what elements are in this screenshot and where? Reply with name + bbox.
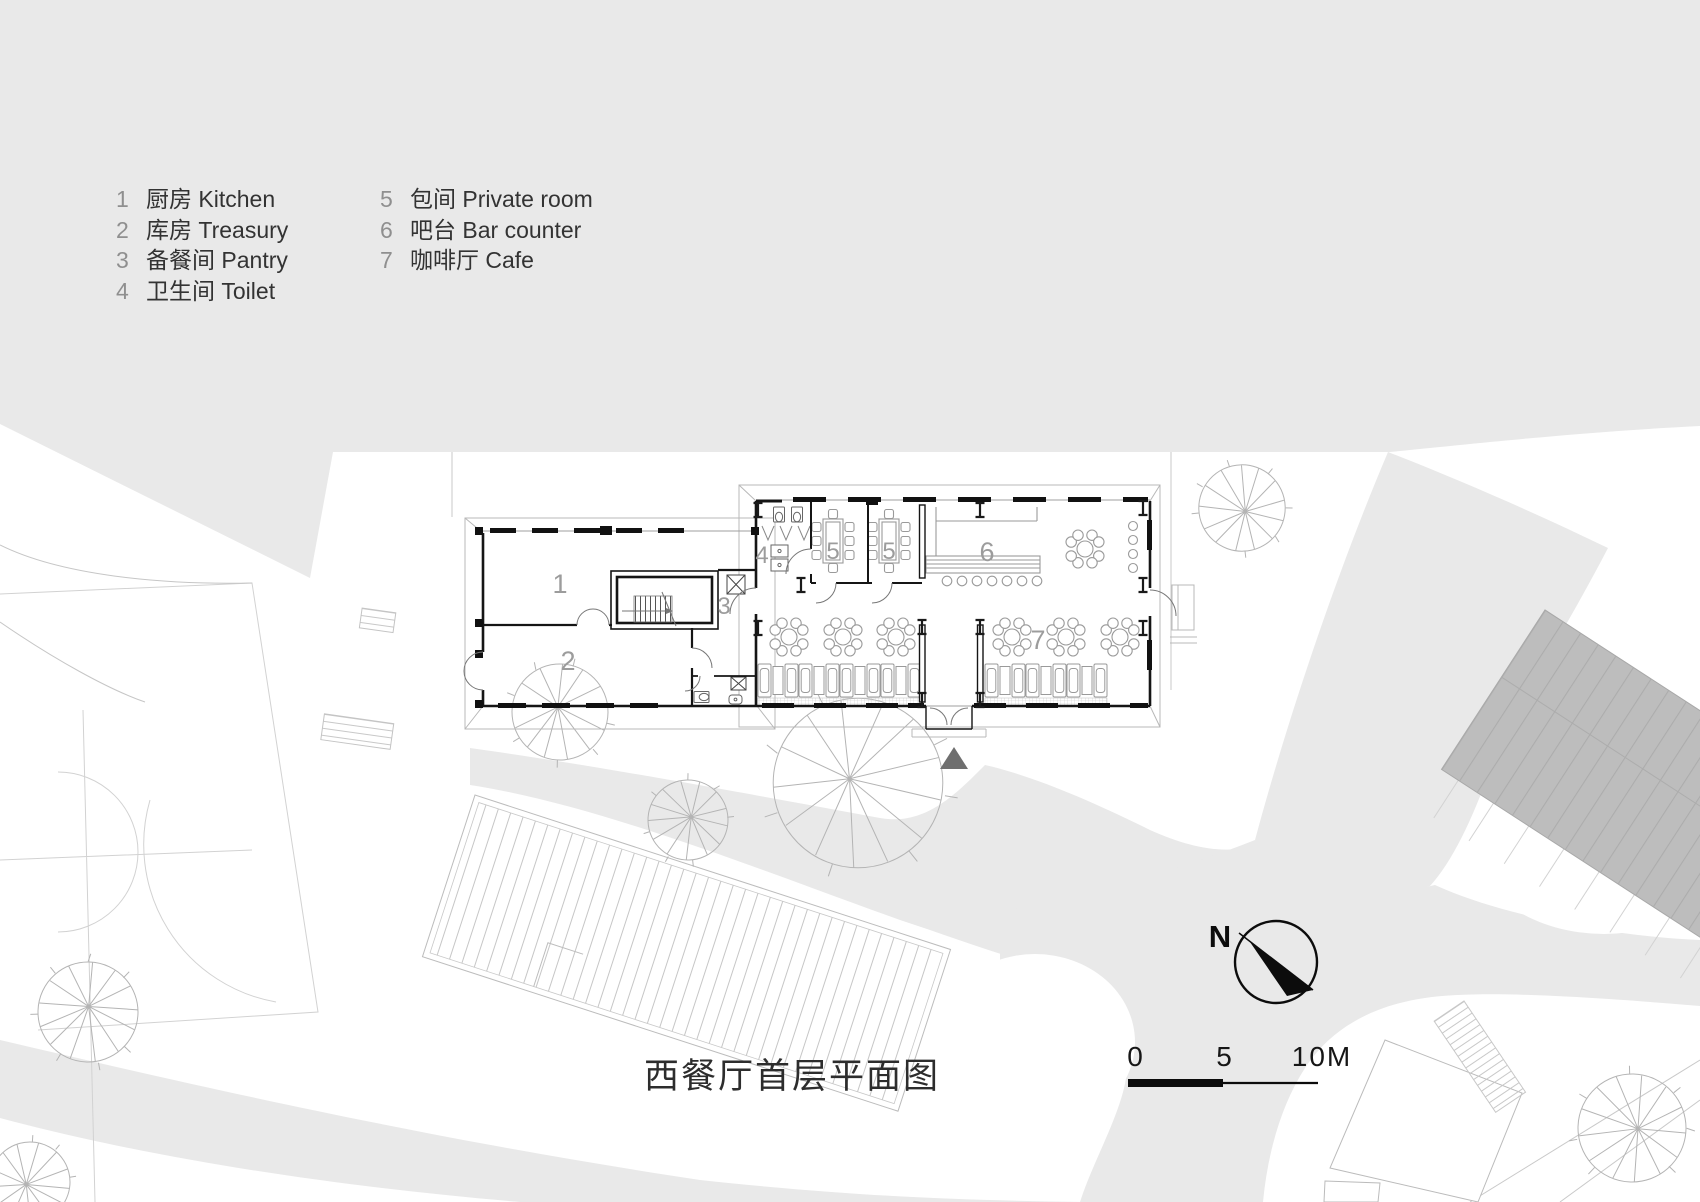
path-br-1 [1469, 1059, 1700, 1202]
booth-seating [839, 663, 881, 698]
legend-num: 1 [116, 186, 129, 212]
legend-item: 3 备餐间 Pantry [116, 245, 288, 276]
windows [490, 497, 1152, 708]
booth-seating [984, 663, 1026, 698]
dark-roof-building [1433, 609, 1700, 999]
room-label-toilet: 4 [755, 542, 768, 569]
tree-icon [1551, 1051, 1700, 1202]
legend-item: 6 吧台 Bar counter [380, 215, 593, 246]
legend-label: 备餐间 Pantry [146, 247, 288, 273]
legend-item: 1 厨房 Kitchen [116, 184, 288, 215]
road-northeast [1255, 452, 1608, 896]
cafe-table [1100, 617, 1140, 657]
toilet-fixture [773, 506, 785, 523]
legend-num: 4 [116, 277, 129, 304]
north-label: N [1209, 919, 1231, 954]
cafe-table [1046, 617, 1086, 657]
site-path-1 [0, 544, 253, 584]
legend-num: 3 [116, 247, 129, 273]
road-top-band [0, 0, 1700, 578]
building-footprint-br [1323, 1000, 1527, 1202]
scale-5: 5 [1216, 1041, 1232, 1072]
bar-stools [941, 520, 1139, 587]
booth-seating [798, 663, 840, 698]
legend-column-right: 5 包间 Private room 6 吧台 Bar counter 7 咖啡厅 Ca… [380, 184, 593, 276]
room-label-pantry: 3 [717, 593, 730, 620]
legend-item: 2 库房 Treasury [116, 215, 288, 246]
shaft-x-box [726, 574, 747, 691]
cafe-table [823, 617, 863, 657]
scale-0: 0 [1127, 1041, 1143, 1072]
toilet-screens [761, 525, 811, 542]
toilet-fixture [693, 691, 710, 703]
legend-num: 7 [380, 247, 393, 273]
booth-seating [757, 663, 799, 698]
cafe-table [1065, 529, 1105, 569]
room-label-kitchen: 1 [552, 569, 567, 599]
booth-seating [880, 663, 922, 698]
court-circle [57, 771, 277, 1003]
scale-10m: 10M [1292, 1041, 1352, 1072]
tree-icon [1178, 445, 1304, 568]
road-southwest [0, 1040, 1085, 1202]
site-path-2 [0, 621, 146, 703]
legend-item: 5 包间 Private room [380, 184, 593, 215]
room-label-cafe: 7 [1030, 625, 1045, 655]
room-label-treasury: 2 [560, 646, 575, 676]
path-br-2 [1559, 1099, 1700, 1202]
restaurant-building: 1 2 3 4 5 5 6 7 [463, 484, 1197, 738]
entrance-marker [940, 747, 968, 769]
cafe-table [876, 617, 916, 657]
site-stairs-2 [358, 607, 397, 634]
road-intersection [1000, 840, 1700, 1202]
wall-markers [475, 497, 878, 708]
legend-label: 吧台 Bar counter [410, 216, 582, 243]
legend-label: 库房 Treasury [146, 216, 289, 243]
legend-num: 5 [380, 186, 393, 212]
plaza-white-1 [935, 954, 1135, 1130]
site-linework [0, 452, 1700, 1202]
legend-label: 咖啡厅 Cafe [410, 247, 534, 273]
legend-item: 4 卫生间 Toilet [116, 276, 288, 307]
furniture [693, 506, 1140, 705]
doors [463, 548, 1177, 726]
booth-seating [1025, 663, 1067, 698]
legend-label: 卫生间 Toilet [146, 277, 276, 304]
eave-lines [464, 484, 1197, 738]
toilet-fixture [791, 506, 803, 523]
legend-label: 厨房 Kitchen [146, 186, 276, 212]
scale-bar: 0 5 10M [1127, 1041, 1352, 1087]
drawing-title: 西餐厅首层平面图 [643, 1057, 940, 1096]
legend-num: 6 [380, 216, 393, 243]
room-label-private2: 5 [882, 538, 895, 565]
sink [728, 694, 743, 705]
booth-seating [1066, 663, 1108, 698]
cafe-table [769, 617, 809, 657]
stair-core [610, 570, 719, 630]
basketball-court [0, 582, 319, 1202]
legend-num: 2 [116, 216, 129, 243]
bar-counter [925, 507, 1041, 574]
structure-piers [918, 504, 984, 703]
toilet-cabinet [770, 544, 789, 572]
cafe-table [992, 617, 1032, 657]
room-label-private1: 5 [826, 538, 839, 565]
room-label-bar: 6 [979, 537, 994, 567]
room-labels: 1 2 3 4 5 5 6 7 [552, 537, 1045, 676]
site-stairs-1 [320, 713, 395, 750]
north-arrow: N [1209, 919, 1319, 1005]
legend-label: 包间 Private room [410, 186, 593, 212]
legend-item: 7 咖啡厅 Cafe [380, 245, 593, 276]
legend-column-left: 1 厨房 Kitchen 2 库房 Treasury 3 备餐间 Pantry 4 卫生… [116, 184, 288, 306]
hatched-roof-building [421, 794, 952, 1112]
